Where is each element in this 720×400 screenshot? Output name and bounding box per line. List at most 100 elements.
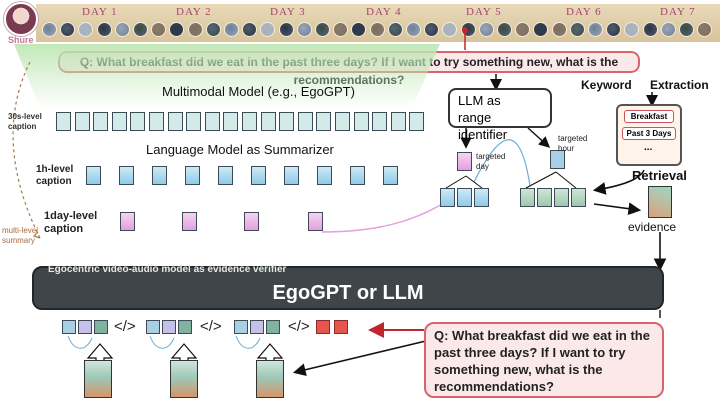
output-token-cell bbox=[316, 320, 330, 334]
hour-strip-cell bbox=[571, 188, 586, 207]
level-1day-label: 1day-level caption bbox=[44, 210, 97, 236]
level-1day-line2: caption bbox=[44, 223, 84, 235]
multilevel-line1: multi-level bbox=[2, 226, 39, 235]
caption-cell-1h bbox=[284, 166, 299, 185]
caption-cell-30s bbox=[279, 112, 295, 131]
level-1day-line1: 1day-level bbox=[44, 210, 98, 222]
video-frame-image bbox=[170, 360, 198, 398]
day-label-6: DAY 6 bbox=[566, 6, 602, 18]
targeted-hour-label: targeted hour bbox=[558, 134, 587, 154]
verifier-subtitle: Egocentric video-audio model as evidence… bbox=[48, 264, 287, 275]
caption-cell-30s bbox=[316, 112, 332, 131]
caption-cell-30s bbox=[56, 112, 71, 131]
caption-cell-1h bbox=[251, 166, 266, 185]
day-label-7: DAY 7 bbox=[660, 6, 696, 18]
multimodal-model-title: Multimodal Model (e.g., EgoGPT) bbox=[162, 84, 355, 99]
level-1h-label: 1h-level caption bbox=[36, 164, 73, 188]
video-thumbnail bbox=[242, 22, 258, 37]
day-strip-cell bbox=[440, 188, 455, 207]
avatar-name: Shure bbox=[8, 35, 34, 45]
video-thumbnail bbox=[569, 22, 585, 37]
day-label-4: DAY 4 bbox=[366, 6, 402, 18]
bottom-cell bbox=[94, 320, 108, 334]
caption-cell-1day bbox=[182, 212, 197, 231]
caption-cell-1h bbox=[152, 166, 167, 185]
caption-cell-30s bbox=[111, 112, 127, 131]
caption-cell-30s bbox=[167, 112, 183, 131]
output-token-cell bbox=[334, 320, 348, 334]
bottom-cell bbox=[162, 320, 176, 334]
targeted-day-line2: day bbox=[476, 162, 489, 171]
day-strip-cell bbox=[457, 188, 472, 207]
caption-cell-1day bbox=[308, 212, 323, 231]
targeted-day-cell bbox=[457, 152, 472, 171]
bottom-cell bbox=[178, 320, 192, 334]
caption-cell-30s bbox=[260, 112, 276, 131]
caption-cell-1h bbox=[185, 166, 200, 185]
targeted-hour-line1: targeted bbox=[558, 134, 588, 143]
day-label-5: DAY 5 bbox=[466, 6, 502, 18]
caption-cell-1day bbox=[244, 212, 259, 231]
caption-cell-30s bbox=[335, 112, 350, 131]
caption-cell-30s bbox=[130, 112, 146, 131]
bottom-cell bbox=[234, 320, 248, 334]
video-thumbnail bbox=[551, 22, 567, 37]
video-thumbnail bbox=[96, 22, 112, 37]
video-thumbnail bbox=[442, 22, 458, 37]
video-thumbnail bbox=[424, 22, 440, 37]
caption-cell-1h bbox=[350, 166, 365, 185]
level-1h-line2: caption bbox=[36, 176, 72, 187]
video-thumbnail bbox=[478, 22, 494, 37]
video-thumbnail bbox=[406, 22, 421, 37]
evidence-image bbox=[648, 186, 672, 218]
code-tag: </> bbox=[288, 318, 310, 335]
video-thumbnail bbox=[151, 22, 167, 37]
caption-cell-1h bbox=[86, 166, 101, 185]
video-thumbnail bbox=[133, 22, 148, 37]
day-label-1: DAY 1 bbox=[82, 6, 118, 18]
video-thumbnail bbox=[296, 22, 312, 37]
caption-cell-30s bbox=[353, 112, 369, 131]
bottom-cell bbox=[146, 320, 160, 334]
llm-range-identifier-box: LLM as range identifier bbox=[448, 88, 552, 142]
level-30s-label: 30s-level caption bbox=[8, 112, 42, 131]
caption-cell-1h bbox=[119, 166, 134, 185]
caption-cell-30s bbox=[93, 112, 109, 131]
hour-strip-cell bbox=[554, 188, 569, 207]
video-thumbnail bbox=[315, 22, 330, 37]
day-strip-cell bbox=[474, 188, 489, 207]
video-thumbnail bbox=[588, 22, 603, 37]
caption-cell-30s bbox=[409, 112, 425, 131]
targeted-hour-cell bbox=[550, 150, 565, 169]
keyword-label: Keyword bbox=[581, 78, 632, 92]
video-thumbnail bbox=[333, 22, 349, 37]
bottom-cell bbox=[78, 320, 92, 334]
video-thumbnail bbox=[260, 22, 276, 37]
llm-line2: range identifier bbox=[458, 110, 508, 142]
video-thumbnail bbox=[697, 22, 713, 37]
video-thumbnail bbox=[387, 22, 403, 37]
evidence-label: evidence bbox=[628, 220, 677, 234]
video-thumbnail bbox=[187, 22, 203, 37]
video-thumbnail bbox=[224, 22, 239, 37]
bottom-cell bbox=[266, 320, 280, 334]
caption-cell-30s bbox=[297, 112, 313, 131]
keyword-chip-past3days: Past 3 Days bbox=[622, 127, 676, 140]
video-thumbnail bbox=[169, 22, 185, 37]
video-thumbnail bbox=[278, 22, 294, 37]
targeted-day-line1: targeted bbox=[476, 152, 506, 161]
video-thumbnail bbox=[60, 22, 76, 37]
video-thumbnail bbox=[642, 22, 658, 37]
summarizer-title: Language Model as Summarizer bbox=[146, 142, 334, 157]
multi-level-summary-label: multi-level summary bbox=[2, 226, 38, 246]
caption-cell-30s bbox=[149, 112, 164, 131]
hour-strip-cell bbox=[520, 188, 535, 207]
targeted-day-label: targeted day bbox=[476, 152, 505, 172]
day-label-2: DAY 2 bbox=[176, 6, 212, 18]
video-frame-image bbox=[84, 360, 112, 398]
targeted-hour-line2: hour bbox=[558, 144, 575, 153]
verifier-title: EgoGPT or LLM bbox=[272, 282, 424, 304]
caption-cell-30s bbox=[204, 112, 220, 131]
video-thumbnail bbox=[679, 22, 694, 37]
llm-line1: LLM as bbox=[458, 93, 501, 108]
